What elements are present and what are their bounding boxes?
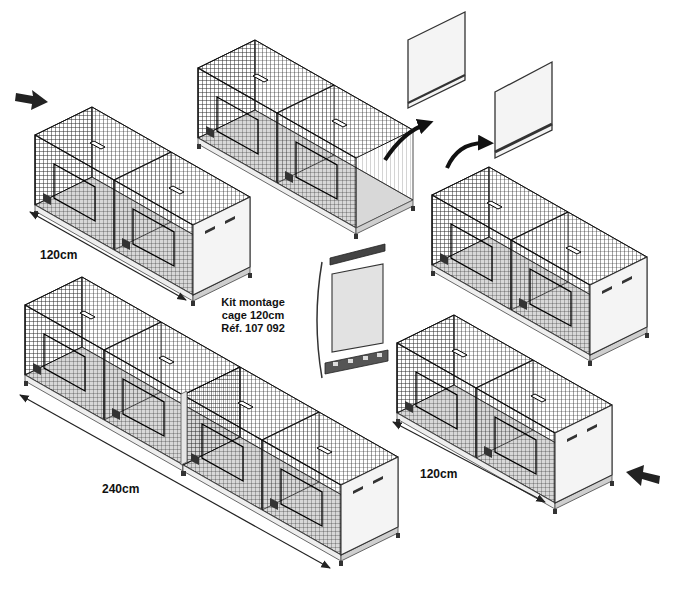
dimension-label: 240cm	[102, 482, 139, 496]
dimension-label: 120cm	[420, 467, 457, 481]
dimension-label: 120cm	[40, 248, 77, 262]
kit-reference-note: Kit montage cage 120cm Réf. 107 092	[212, 296, 294, 336]
